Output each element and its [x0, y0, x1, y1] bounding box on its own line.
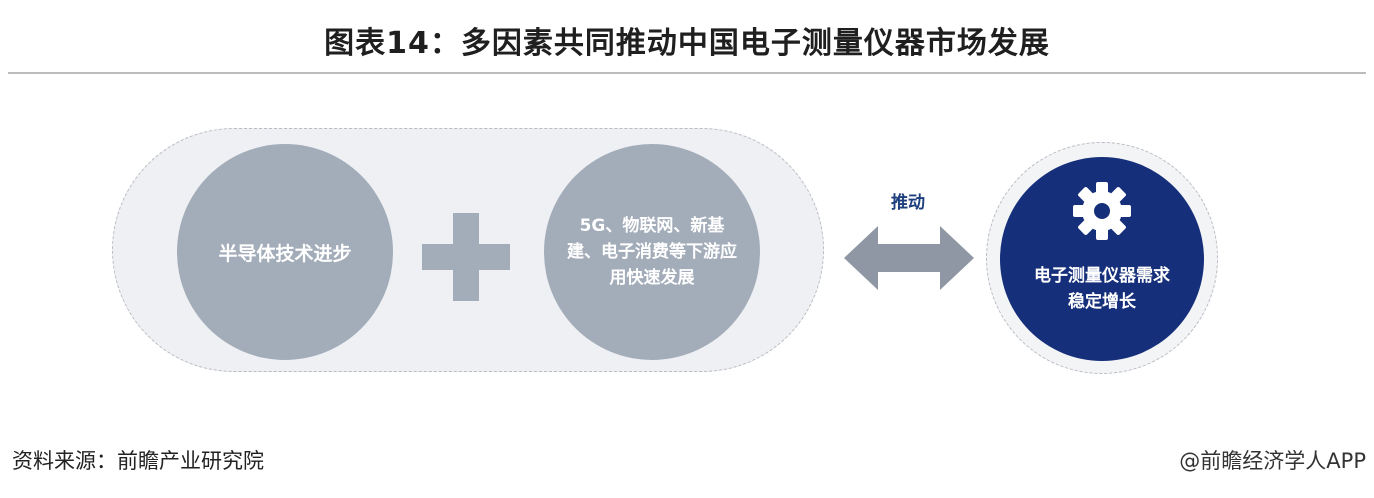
gear-icon [1073, 182, 1131, 240]
chart-title: 图表14：多因素共同推动中国电子测量仪器市场发展 [324, 26, 1050, 61]
factor-semiconductor-label: 半导体技术进步 [218, 242, 352, 265]
credit-note: @前瞻经济学人APP [1179, 449, 1366, 473]
plus-icon-vertical [453, 213, 479, 301]
double-arrow-icon [844, 226, 974, 290]
factor-downstream-circle: 5G、物联网、新基建、电子消费等下游应用快速发展 [544, 144, 760, 360]
factor-semiconductor-circle: 半导体技术进步 [177, 144, 393, 360]
result-label: 电子测量仪器需求稳定增长 [1034, 266, 1170, 312]
title-divider [8, 72, 1366, 74]
drive-label: 推动 [891, 193, 925, 213]
factor-downstream-label: 5G、物联网、新基建、电子消费等下游应用快速发展 [567, 216, 737, 288]
result-circle: 电子测量仪器需求稳定增长 [1000, 157, 1204, 361]
source-note: 资料来源：前瞻产业研究院 [12, 449, 264, 473]
